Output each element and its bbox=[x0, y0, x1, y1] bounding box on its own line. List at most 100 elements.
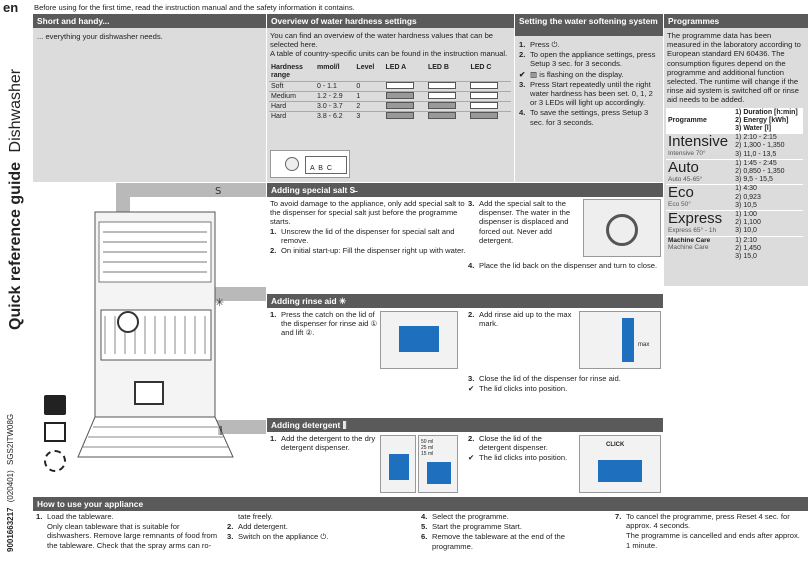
range-cell: Hard bbox=[269, 110, 315, 121]
list-item: 3.Switch on the appliance ⏻. bbox=[227, 532, 329, 542]
col-header: LED C bbox=[470, 63, 492, 71]
spray-icon bbox=[44, 450, 66, 472]
range-cell: Soft bbox=[269, 80, 315, 92]
col-header: LED B bbox=[427, 63, 449, 71]
list-item: 7.To cancel the programme, press Reset 4… bbox=[615, 512, 790, 531]
list-item: 2.On initial start-up: Fill the dispense… bbox=[270, 246, 466, 256]
led-indicator bbox=[427, 82, 456, 90]
salt-heading: Adding special salt S̶ bbox=[267, 183, 663, 197]
rinse-panel: Adding rinse aid ✳ 1.Press the catch on … bbox=[267, 294, 663, 417]
list-item: 2. To open the appliance settings, press … bbox=[519, 50, 659, 68]
list-item: tate freely. bbox=[238, 512, 273, 521]
hardness-table-header: Hardness range mmol/l Level LED A LED B … bbox=[269, 63, 511, 82]
hardness-text-2: A table of country-specific units can be… bbox=[270, 49, 508, 59]
table-row: Soft 0 - 1.1 0 bbox=[269, 80, 511, 92]
list-item: Only clean tableware that is suitable fo… bbox=[47, 522, 218, 550]
col-header: Programme bbox=[666, 107, 734, 134]
step-number: ✔ bbox=[519, 69, 526, 79]
level-cell: 1 bbox=[354, 90, 384, 102]
mmol-cell: 0 - 1.1 bbox=[315, 80, 355, 92]
softening-heading: Setting the water softening system bbox=[515, 14, 663, 36]
svg-text:✳: ✳ bbox=[215, 296, 224, 309]
salt-icon: S̶ bbox=[349, 185, 356, 195]
doc-code: 9001663217 bbox=[6, 507, 15, 553]
step-number: 3. bbox=[519, 79, 526, 89]
short-heading: Short and handy... bbox=[33, 14, 266, 28]
col-header: Level bbox=[356, 63, 375, 71]
control-panel-illustration: A B C bbox=[270, 150, 350, 178]
list-item: 4.Place the lid back on the dispenser an… bbox=[468, 261, 658, 270]
list-item: 4.To save the settings, press Setup 3 se… bbox=[519, 108, 659, 126]
detergent-image-1 bbox=[380, 435, 416, 493]
svg-text:S: S bbox=[215, 186, 221, 197]
list-item: 4.Select the programme. bbox=[421, 512, 509, 521]
table-row: Hard 3.8 - 6.2 3 bbox=[269, 110, 511, 121]
list-item: 2.Add detergent. bbox=[227, 522, 288, 532]
led-indicator bbox=[427, 102, 456, 110]
programme-sub: Express 65° - 1h bbox=[668, 227, 717, 235]
programme-sub: Auto 45-65° bbox=[668, 175, 703, 183]
step-text: ▥ is flashing on the display. bbox=[530, 69, 624, 79]
list-item: ✔The lid clicks into position. bbox=[468, 453, 568, 463]
list-item: 3.Close the lid of the dispenser for rin… bbox=[468, 374, 621, 383]
dishwasher-illustration: S ✳ ⫼ bbox=[33, 182, 266, 492]
ml-label: 50 ml bbox=[421, 439, 434, 445]
dishwasher-drawing: S ✳ ⫼ bbox=[77, 183, 266, 458]
step-number: 2. bbox=[519, 50, 526, 60]
programme-name: Express bbox=[668, 210, 723, 228]
short-panel: Short and handy... ... everything your d… bbox=[33, 14, 266, 182]
range-cell: Medium bbox=[269, 90, 315, 102]
table-row: Medium 1.2 - 2.9 1 bbox=[269, 90, 511, 102]
howto-col-3: 4.Select the programme. 5.Start the prog… bbox=[421, 512, 606, 552]
doc-code-2: (020401) bbox=[6, 470, 15, 503]
led-letters: A B C bbox=[310, 165, 333, 172]
col-header: mmol/l bbox=[317, 63, 340, 71]
guide-title: Quick reference guide bbox=[7, 161, 24, 330]
manual-icon bbox=[44, 395, 66, 415]
rinse-icon: ✳ bbox=[338, 296, 346, 306]
salt-dispenser-image bbox=[583, 199, 661, 257]
howto-panel: How to use your appliance 1.Load the tab… bbox=[33, 497, 808, 567]
list-item: 2.Add rinse aid up to the max mark. bbox=[468, 310, 572, 329]
col-duration: 1) Duration [h:min] bbox=[735, 108, 798, 116]
step-text: Press ⏻. bbox=[530, 40, 560, 49]
col-water: 3) Water [l] bbox=[735, 125, 772, 133]
led-indicator bbox=[470, 82, 499, 90]
level-cell: 0 bbox=[354, 80, 384, 92]
rinse-dispenser-image-1 bbox=[380, 311, 458, 369]
step-text: To save the settings, press Setup 3 sec.… bbox=[530, 108, 649, 127]
mmol-cell: 1.2 - 2.9 bbox=[315, 90, 355, 102]
col-energy: 2) Energy [kWh] bbox=[735, 116, 789, 124]
programme-name: Eco bbox=[668, 184, 694, 202]
rinse-step-2: 2.Add rinse aid up to the max mark. bbox=[468, 310, 576, 329]
list-item: 6.Remove the tableware at the end of the… bbox=[421, 532, 565, 551]
hardness-table: Hardness range mmol/l Level LED A LED B … bbox=[269, 63, 511, 121]
list-item: 5.Start the programme Start. bbox=[421, 522, 522, 532]
howto-col-4: 7.To cancel the programme, press Reset 4… bbox=[615, 512, 805, 551]
programme-sub: Eco 50° bbox=[668, 201, 691, 209]
dispenser-icon bbox=[44, 422, 66, 442]
detergent-panel: Adding detergent ⫼ 1.Add the detergent t… bbox=[267, 418, 663, 496]
power-knob-icon bbox=[285, 157, 299, 171]
mmol-cell: 3.8 - 6.2 bbox=[315, 110, 355, 121]
salt-steps-left: 1.Unscrew the lid of the dispenser for s… bbox=[270, 227, 466, 257]
ml-label: 15 ml bbox=[421, 451, 434, 457]
col-header: Hardness range bbox=[271, 63, 303, 79]
product-name: Dishwasher bbox=[7, 68, 24, 153]
led-indicator bbox=[470, 92, 499, 100]
guide-title-vertical: Quick reference guide Dishwasher bbox=[7, 60, 27, 330]
detergent-step-1: 1.Add the detergent to the dry detergent… bbox=[270, 434, 378, 453]
detergent-step-2: 2.Close the lid of the detergent dispens… bbox=[468, 434, 576, 464]
programme-sub: Intensive 70° bbox=[668, 150, 706, 158]
list-item: 2.Close the lid of the detergent dispens… bbox=[468, 434, 548, 453]
range-cell: Hard bbox=[269, 100, 315, 112]
step-text: To open the appliance settings, press Se… bbox=[530, 50, 656, 69]
detergent-image-3: CLICK bbox=[579, 435, 661, 493]
col-header-values: 1) Duration [h:min] 2) Energy [kWh] 3) W… bbox=[733, 107, 803, 134]
rinse-heading: Adding rinse aid ✳ bbox=[267, 294, 663, 308]
howto-col-1: 1.Load the tableware. Only clean tablewa… bbox=[36, 512, 224, 551]
ml-label: 25 ml bbox=[421, 445, 434, 451]
